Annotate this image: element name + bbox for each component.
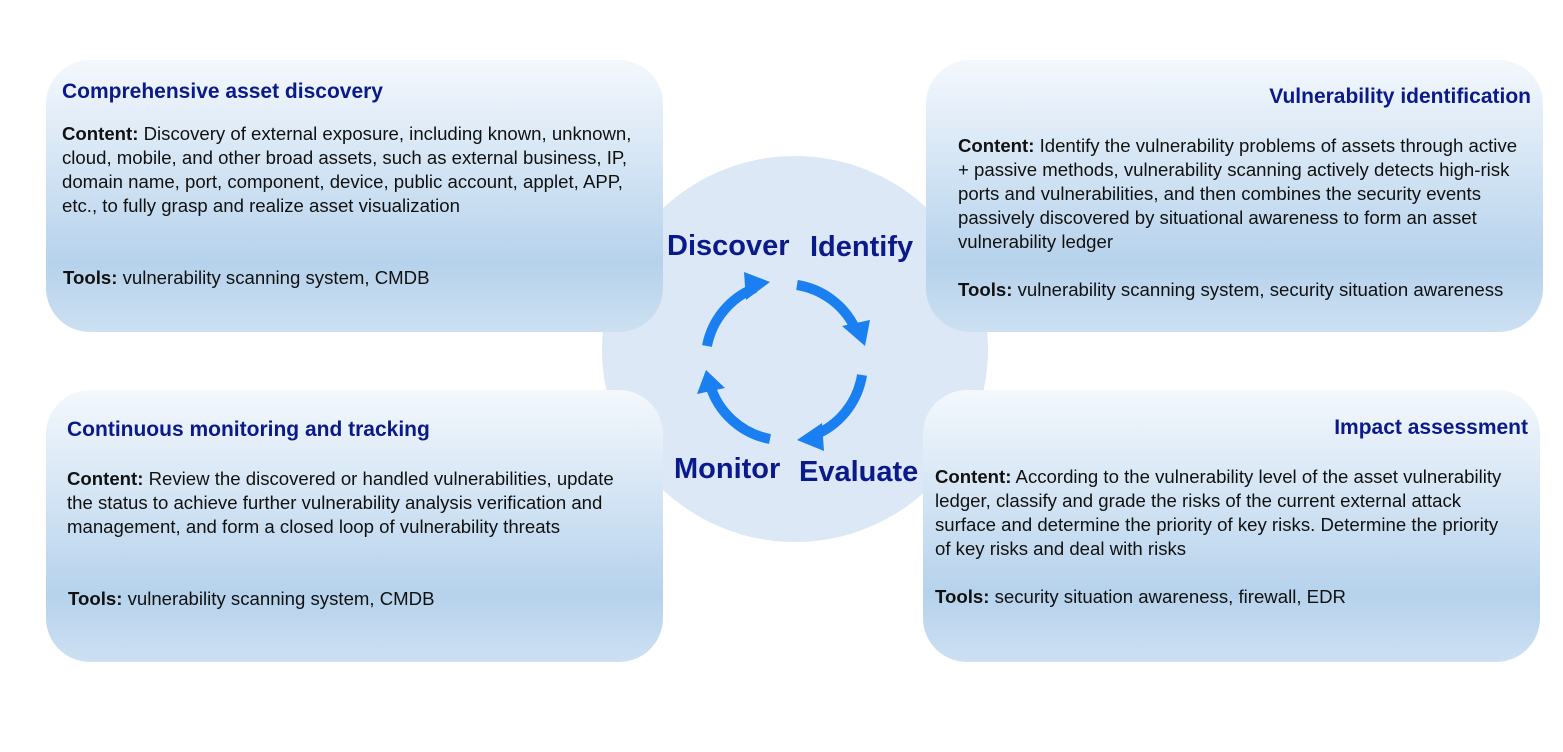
tools-text: vulnerability scanning system, CMDB — [122, 588, 435, 609]
card-content: Content: Identify the vulnerability prob… — [958, 134, 1533, 254]
content-text: Discovery of external exposure, includin… — [62, 123, 632, 216]
arrow-head-bottom-left — [697, 370, 725, 394]
stage-evaluate: Evaluate — [799, 456, 919, 488]
tools-label: Tools: — [63, 267, 118, 288]
arrow-head-bottom-right — [797, 423, 824, 451]
tools-text: security situation awareness, firewall, … — [989, 586, 1346, 607]
card-title: Comprehensive asset discovery — [62, 80, 383, 103]
cycle-arrows-icon — [697, 272, 870, 451]
card-impact-assessment: Impact assessment Content: According to … — [923, 390, 1540, 662]
card-continuous-monitoring: Continuous monitoring and tracking Conte… — [46, 390, 663, 662]
card-content: Content: According to the vulnerability … — [935, 465, 1515, 561]
tools-label: Tools: — [958, 279, 1013, 300]
card-tools: Tools: vulnerability scanning system, CM… — [68, 587, 628, 611]
content-text: Review the discovered or handled vulnera… — [67, 468, 614, 537]
arrow-head-top-right — [842, 320, 870, 346]
card-vulnerability-identification: Vulnerability identification Content: Id… — [926, 60, 1543, 332]
arrow-arc-bottom-left — [705, 383, 772, 444]
content-label: Content: — [62, 123, 139, 144]
tools-label: Tools: — [68, 588, 123, 609]
card-tools: Tools: vulnerability scanning system, CM… — [63, 266, 643, 290]
content-text: Identify the vulnerability problems of a… — [958, 135, 1518, 252]
stage-identify: Identify — [810, 231, 914, 263]
card-content: Content: Discovery of external exposure,… — [62, 122, 642, 218]
tools-text: vulnerability scanning system, security … — [1012, 279, 1504, 300]
card-tools: Tools: security situation awareness, fir… — [935, 585, 1515, 609]
stage-monitor: Monitor — [674, 453, 781, 485]
content-text: According to the vulnerability level of … — [935, 466, 1502, 559]
card-asset-discovery: Comprehensive asset discovery Content: D… — [46, 60, 663, 332]
content-label: Content: — [958, 135, 1035, 156]
card-title: Vulnerability identification — [1269, 85, 1531, 108]
content-label: Content: — [935, 466, 1012, 487]
arrow-arc-top-right — [796, 280, 860, 331]
card-content: Content: Review the discovered or handle… — [67, 467, 627, 539]
content-label: Content: — [67, 468, 144, 489]
tools-label: Tools: — [935, 586, 990, 607]
tools-text: vulnerability scanning system, CMDB — [117, 267, 430, 288]
arrow-head-top-left — [744, 272, 770, 300]
card-title: Continuous monitoring and tracking — [67, 418, 430, 441]
stage-discover: Discover — [667, 230, 790, 262]
card-title: Impact assessment — [1334, 416, 1528, 439]
card-tools: Tools: vulnerability scanning system, se… — [958, 278, 1518, 302]
